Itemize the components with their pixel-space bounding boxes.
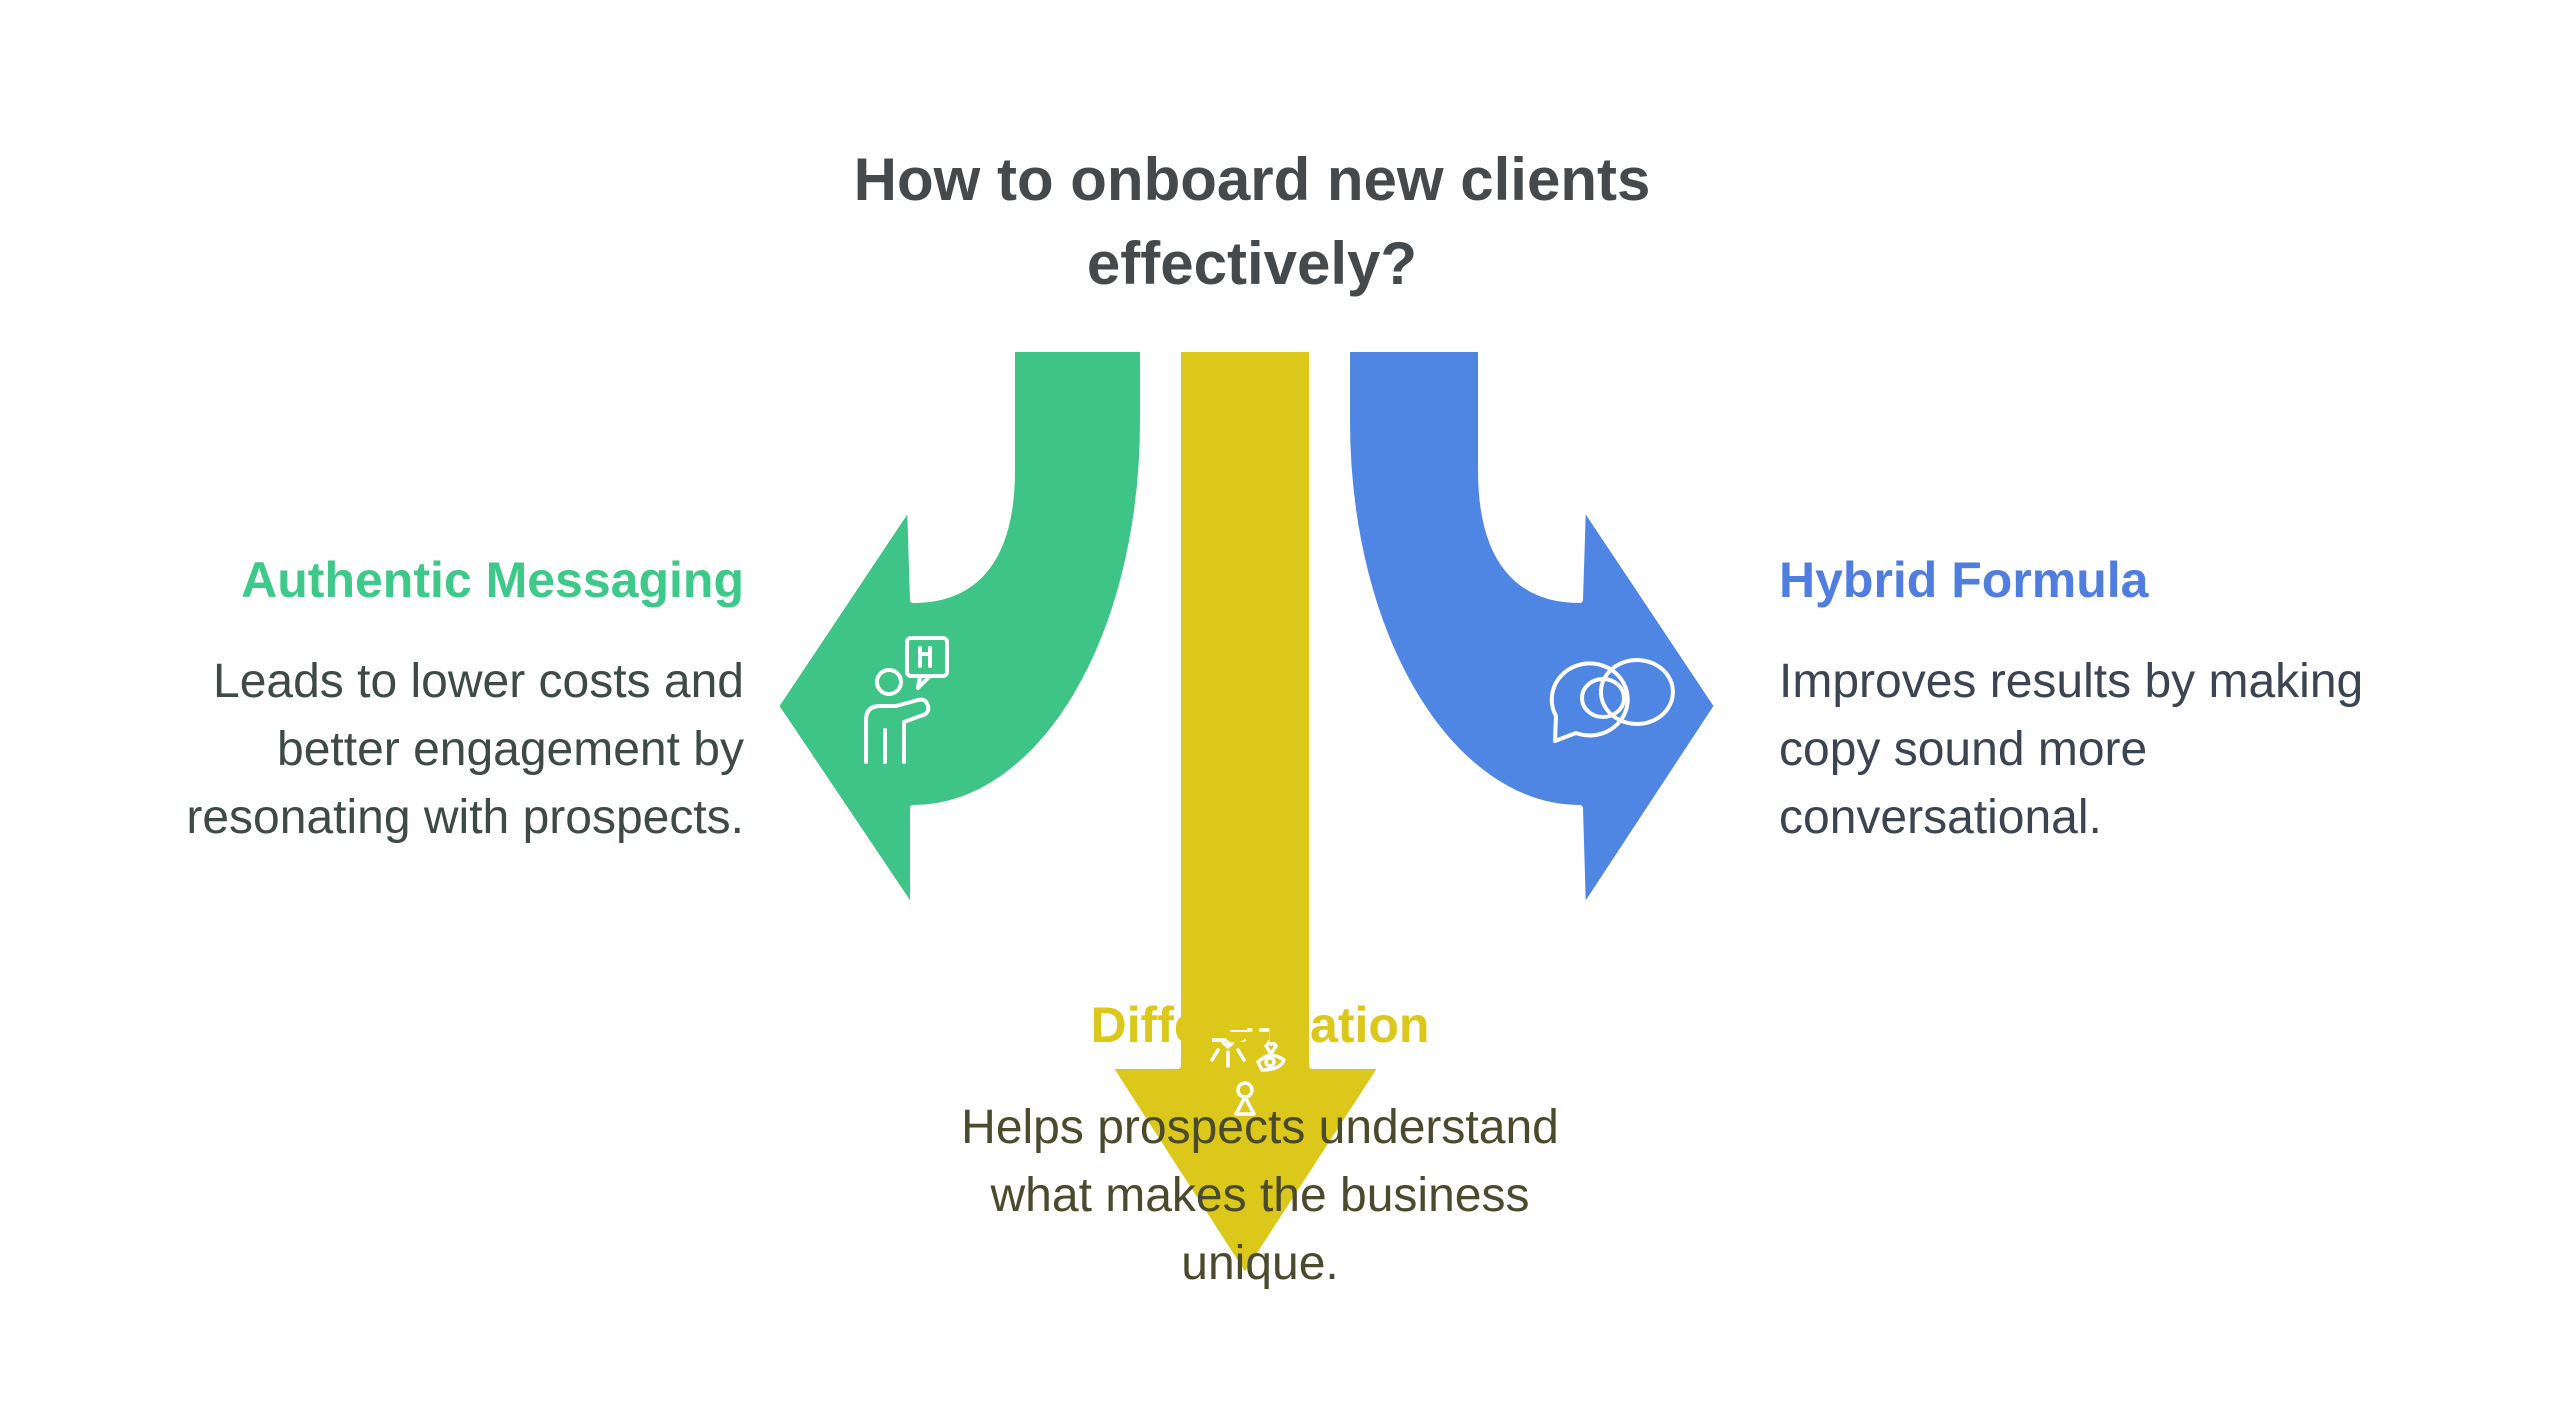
heading-differentiation: Differentiation <box>1090 997 1430 1053</box>
title-line-1: How to onboard new clients <box>853 146 1651 213</box>
description-differentiation: Helps prospects understand what makes th… <box>880 1094 1640 1298</box>
description-line: resonating with prospects. <box>186 791 744 844</box>
chat-bubble-icon <box>1549 658 1675 743</box>
description-line: better engagement by <box>277 723 744 776</box>
title-line-2: effectively? <box>1086 230 1418 297</box>
description-line: what makes the business <box>990 1169 1530 1222</box>
differentiation-icon <box>1208 1028 1286 1116</box>
description-line: conversational. <box>1779 791 2102 844</box>
description-hybrid-formula: Improves results by making copy sound mo… <box>1779 648 2363 852</box>
diagram-title: How to onboard new clients effectively? <box>700 138 1804 306</box>
description-line: Improves results by making <box>1779 655 2364 708</box>
heading-hybrid-formula: Hybrid Formula <box>1779 552 2149 608</box>
description-line: copy sound more <box>1779 723 2148 776</box>
description-line: unique. <box>1181 1237 1339 1290</box>
description-line: Helps prospects understand <box>961 1101 1559 1154</box>
heading-authentic-messaging: Authentic Messaging <box>241 552 744 608</box>
presenter-icon <box>864 636 949 764</box>
description-line: Leads to lower costs and <box>213 655 744 708</box>
description-authentic-messaging: Leads to lower costs and better engageme… <box>186 648 744 852</box>
arrow-differentiation <box>1106 346 1385 1280</box>
arrow-hybrid-formula <box>1344 346 1720 913</box>
arrow-authentic-messaging <box>773 346 1146 913</box>
